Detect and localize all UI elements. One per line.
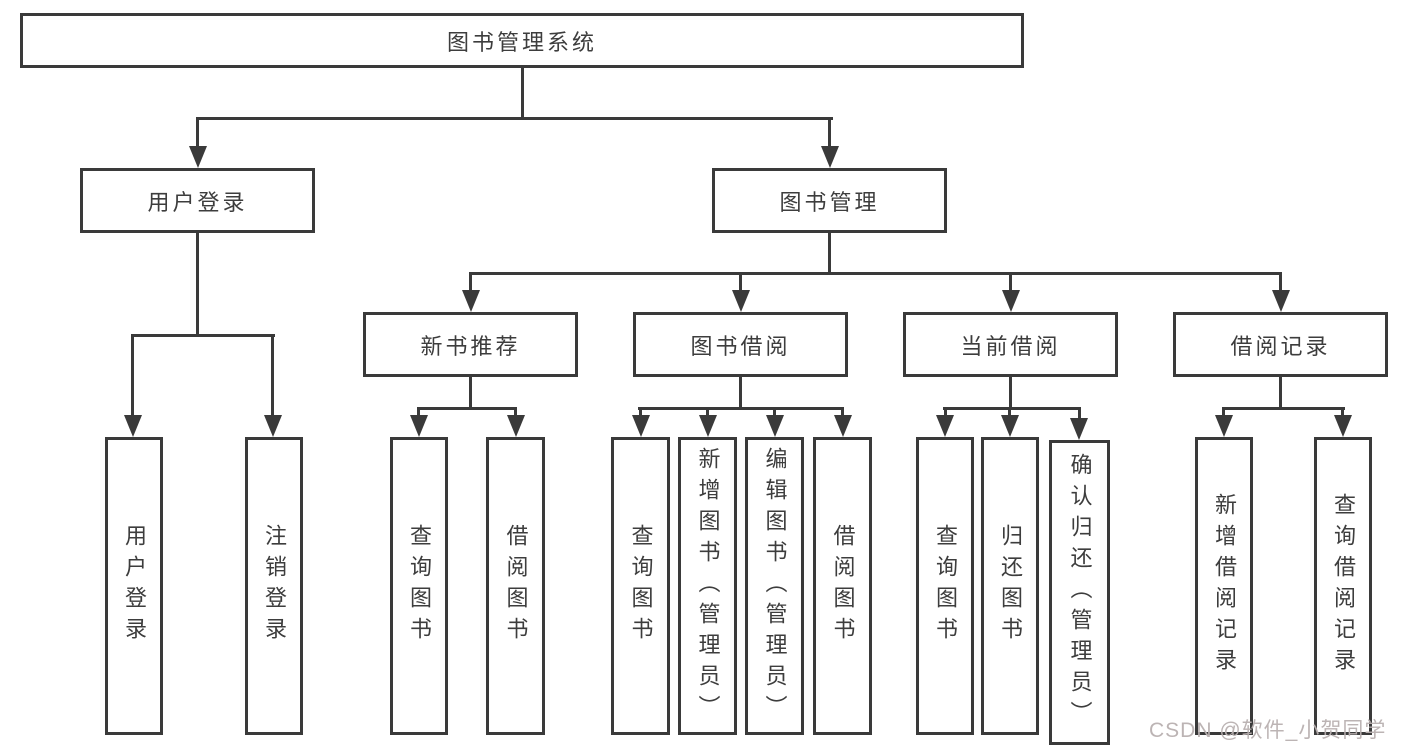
arrow-down-icon <box>632 415 650 437</box>
connector-line <box>521 66 524 119</box>
connector-line <box>1279 272 1282 292</box>
connector-line <box>828 117 831 148</box>
leaf-add-borrow-record: 新增借阅记录 <box>1195 437 1253 735</box>
node-label: 用户登录 <box>122 524 147 648</box>
connector-line <box>773 407 776 419</box>
connector-line <box>1222 407 1225 419</box>
node-label: 查询图书 <box>628 524 654 648</box>
node-label: 归还图书 <box>998 524 1023 648</box>
connector-line <box>131 334 134 416</box>
connector-line <box>469 375 472 410</box>
node-borrowing-records: 借阅记录 <box>1173 312 1388 377</box>
arrow-down-icon <box>1001 415 1019 437</box>
arrow-down-icon <box>507 415 525 437</box>
node-label: 新书推荐 <box>420 333 521 359</box>
arrow-down-icon <box>1215 415 1233 437</box>
node-label: 借阅图书 <box>830 524 856 648</box>
arrow-down-icon <box>821 146 839 168</box>
node-label: 借阅记录 <box>1230 333 1331 359</box>
connector-line <box>828 231 831 274</box>
arrow-down-icon <box>462 290 480 312</box>
node-label: 新增借阅记录 <box>1212 493 1237 679</box>
connector-line <box>638 407 844 410</box>
node-label: 查询借阅记录 <box>1331 493 1356 679</box>
connector-line <box>1279 375 1282 410</box>
connector-line <box>196 117 199 148</box>
connector-line <box>196 117 833 120</box>
arrow-down-icon <box>699 415 717 437</box>
arrow-down-icon <box>1002 290 1020 312</box>
connector-line <box>639 407 642 419</box>
arrow-down-icon <box>1272 290 1290 312</box>
connector-line <box>1009 272 1012 292</box>
connector-line <box>944 407 947 419</box>
node-book-borrowing: 图书借阅 <box>633 312 848 377</box>
connector-line <box>417 407 517 410</box>
leaf-query-borrow-record: 查询借阅记录 <box>1314 437 1372 735</box>
connector-line <box>739 272 742 292</box>
arrow-down-icon <box>264 415 282 437</box>
connector-line <box>706 407 709 419</box>
connector-line <box>1078 407 1081 422</box>
node-label: 用户登录 <box>147 189 248 215</box>
node-book-management: 图书管理 <box>712 168 947 233</box>
arrow-down-icon <box>1070 418 1088 440</box>
connector-line <box>739 375 742 410</box>
connector-line <box>1222 407 1345 410</box>
leaf-borrow-books: 借阅图书 <box>813 437 872 735</box>
connector-line <box>469 272 472 292</box>
connector-line <box>271 334 274 416</box>
node-library-management-system: 图书管理系统 <box>20 13 1024 68</box>
arrow-down-icon <box>189 146 207 168</box>
connector-line <box>131 334 275 337</box>
arrow-down-icon <box>732 290 750 312</box>
node-label: 图书借阅 <box>690 333 791 359</box>
arrow-down-icon <box>410 415 428 437</box>
node-label: 查询图书 <box>407 524 432 648</box>
leaf-return-books: 归还图书 <box>981 437 1039 735</box>
leaf-query-books-current: 查询图书 <box>916 437 974 735</box>
arrow-down-icon <box>936 415 954 437</box>
connector-line <box>469 272 1282 275</box>
connector-line <box>1008 407 1011 419</box>
leaf-query-books-recommend: 查询图书 <box>390 437 448 735</box>
connector-line <box>1009 375 1012 410</box>
node-label: 当前借阅 <box>960 333 1061 359</box>
connector-line <box>841 407 844 419</box>
connector-line <box>943 407 1081 410</box>
connector-line <box>196 231 199 336</box>
node-label: 编辑图书（管理员） <box>762 446 788 726</box>
leaf-add-book-admin: 新增图书（管理员） <box>678 437 737 735</box>
leaf-edit-book-admin: 编辑图书（管理员） <box>745 437 804 735</box>
arrow-down-icon <box>766 415 784 437</box>
connector-line <box>417 407 420 419</box>
leaf-user-login: 用户登录 <box>105 437 163 735</box>
node-label: 图书管理系统 <box>446 29 597 55</box>
leaf-borrow-books-recommend: 借阅图书 <box>486 437 545 735</box>
leaf-query-books-borrowing: 查询图书 <box>611 437 670 735</box>
node-label: 查询图书 <box>933 524 958 648</box>
connector-line <box>514 407 517 419</box>
leaf-logout: 注销登录 <box>245 437 303 735</box>
node-current-borrowing: 当前借阅 <box>903 312 1118 377</box>
node-label: 图书管理 <box>779 189 880 215</box>
connector-line <box>1341 407 1344 419</box>
node-new-book-recommendation: 新书推荐 <box>363 312 578 377</box>
node-label: 借阅图书 <box>503 524 529 648</box>
arrow-down-icon <box>1334 415 1352 437</box>
watermark: CSDN @软件_小贺同学 <box>1149 719 1387 742</box>
node-label: 确认归还（管理员） <box>1067 453 1093 732</box>
leaf-confirm-return-admin: 确认归还（管理员） <box>1049 440 1110 745</box>
node-label: 新增图书（管理员） <box>695 446 721 726</box>
arrow-down-icon <box>124 415 142 437</box>
arrow-down-icon <box>834 415 852 437</box>
node-label: 注销登录 <box>262 524 287 648</box>
node-user-login: 用户登录 <box>80 168 315 233</box>
